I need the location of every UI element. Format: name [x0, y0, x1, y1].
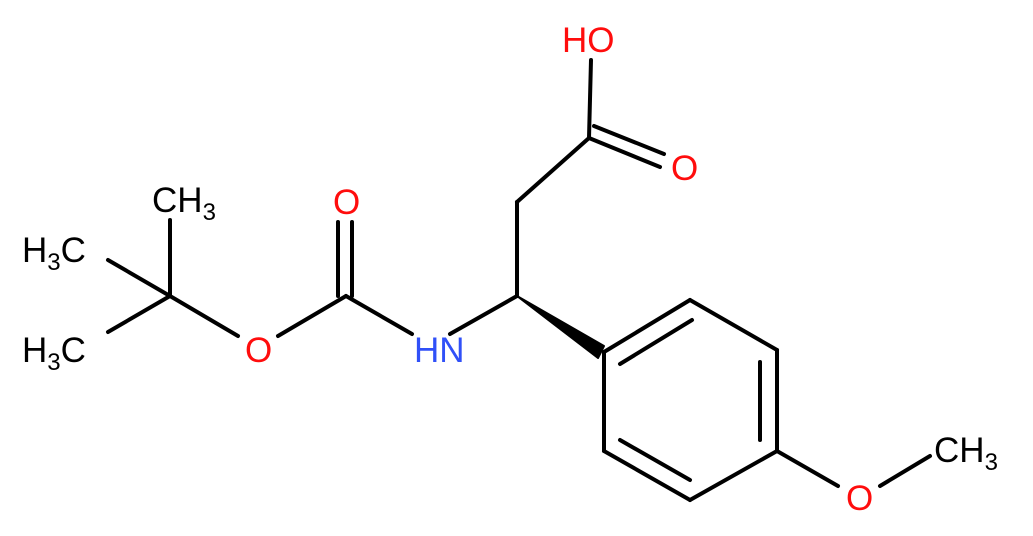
atom-oh: HO [562, 21, 615, 60]
group-ch3-top-sub: 3 [203, 199, 216, 226]
bonds [106, 58, 932, 502]
bond-tbu-ester-o [168, 294, 240, 338]
bond-ring-1-inner [618, 318, 694, 366]
bond-ring-5 [602, 449, 692, 502]
bond-acid-c-o-1 [587, 136, 662, 169]
group-ch3-methoxy-sub: 3 [985, 449, 998, 476]
group-h3c-bottom-sub: 3 [47, 349, 60, 376]
group-h3c-bottom-h: H [22, 331, 47, 370]
bond-acid-c-o-2 [592, 124, 666, 156]
bond-ring-2 [688, 298, 779, 352]
group-h3c-bottom-c: C [61, 331, 86, 370]
bond-methoxy-o-ch3 [878, 454, 932, 488]
group-ch3-methoxy-main: CH [934, 431, 985, 470]
bond-ring-methoxy-o [775, 449, 840, 488]
atom-carbamate-carbonyl-o: O [333, 183, 360, 222]
group-ch3-top-main: CH [152, 181, 203, 220]
atom-ester-o: O [245, 331, 272, 370]
group-ch3-methoxy: CH3 [934, 431, 998, 476]
bond-tbu-ch3-middle [106, 258, 172, 298]
atom-methoxy-o: O [846, 479, 873, 518]
bond-tbu-ch3-bottom [106, 294, 172, 334]
bond-ester-o-carbamate-c [276, 294, 348, 338]
bond-ring-1 [602, 298, 692, 354]
bond-ch2-acid-c [515, 136, 591, 204]
group-h3c-middle-h: H [22, 231, 47, 270]
bond-n-chiral-c [448, 294, 519, 336]
bond-ring-5-inner [618, 438, 692, 482]
bond-acid-c-oh [587, 58, 593, 140]
group-h3c-bottom: H3C [22, 331, 86, 376]
group-ch3-top: CH3 [152, 181, 216, 226]
wedge-bond-chiral-c-ring [516, 295, 605, 359]
atom-acid-carbonyl-o: O [671, 149, 698, 188]
bond-carbamate-c-n [344, 294, 414, 336]
atom-labels: HO O O O HN O CH3 H3C H3C CH3 [22, 21, 998, 518]
group-h3c-middle: H3C [22, 231, 86, 276]
group-h3c-middle-sub: 3 [47, 249, 60, 276]
group-h3c-middle-c: C [61, 231, 86, 270]
atom-nh: HN [414, 331, 465, 370]
bond-ring-4 [688, 449, 779, 502]
